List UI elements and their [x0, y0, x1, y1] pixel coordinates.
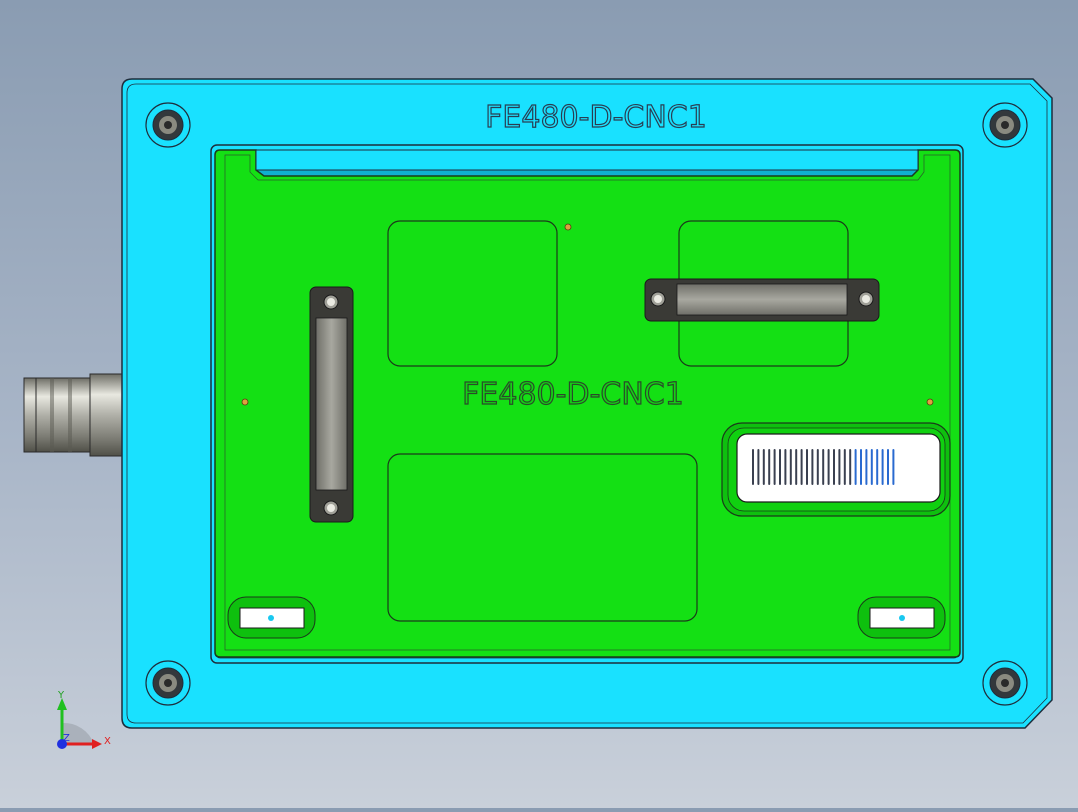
vent-slot [892, 449, 895, 485]
vent-slot [822, 449, 825, 485]
mount-slot-bottom-right[interactable] [857, 596, 946, 639]
vent-slot [833, 449, 835, 485]
vent-slot [752, 449, 754, 485]
vent-slot [795, 449, 798, 485]
vent-slot [768, 449, 771, 485]
vent-slot [816, 449, 819, 485]
vent-slots [752, 449, 895, 485]
vent-slot [827, 449, 830, 485]
vent-slot [849, 449, 852, 485]
vented-connector[interactable] [721, 422, 951, 517]
horizontal-bracket[interactable] [644, 278, 880, 322]
vent-slot [843, 449, 846, 485]
axis-z-label: Z [63, 733, 70, 744]
pcb-model-label: FE480-D-CNC1 [462, 377, 684, 412]
vent-slot [860, 449, 862, 485]
vent-slot [811, 449, 814, 485]
vent-slot [838, 449, 841, 485]
vent-slot [757, 449, 760, 485]
vent-slot [784, 449, 787, 485]
vent-slot [779, 449, 781, 485]
mount-slot-bottom-left[interactable] [227, 596, 316, 639]
vent-slot [887, 449, 889, 485]
pcb-footprint-top-left [387, 220, 558, 367]
vent-slot [876, 449, 879, 485]
vent-slot [806, 449, 808, 485]
vent-slot [881, 449, 884, 485]
screw-top-right [982, 102, 1028, 148]
pcb-board[interactable]: FE480-D-CNC1 [214, 149, 961, 658]
screw-top-left [145, 102, 191, 148]
vent-slot [870, 449, 873, 485]
housing-model-label: FE480-D-CNC1 [485, 100, 707, 135]
vent-slot [800, 449, 803, 485]
vent-slot [854, 449, 857, 485]
pcb-footprint-bottom [387, 453, 698, 622]
vent-slot [773, 449, 776, 485]
vent-slot [865, 449, 868, 485]
screw-bottom-right [982, 660, 1028, 706]
screw-bottom-left [145, 660, 191, 706]
axis-y-label: Y [57, 690, 65, 701]
cable-gland[interactable] [23, 373, 123, 457]
vertical-bracket[interactable] [309, 286, 354, 523]
axis-x-label: X [104, 736, 111, 747]
vent-slot [762, 449, 765, 485]
axis-triad: Y X Z [57, 690, 111, 749]
vent-slot [789, 449, 792, 485]
